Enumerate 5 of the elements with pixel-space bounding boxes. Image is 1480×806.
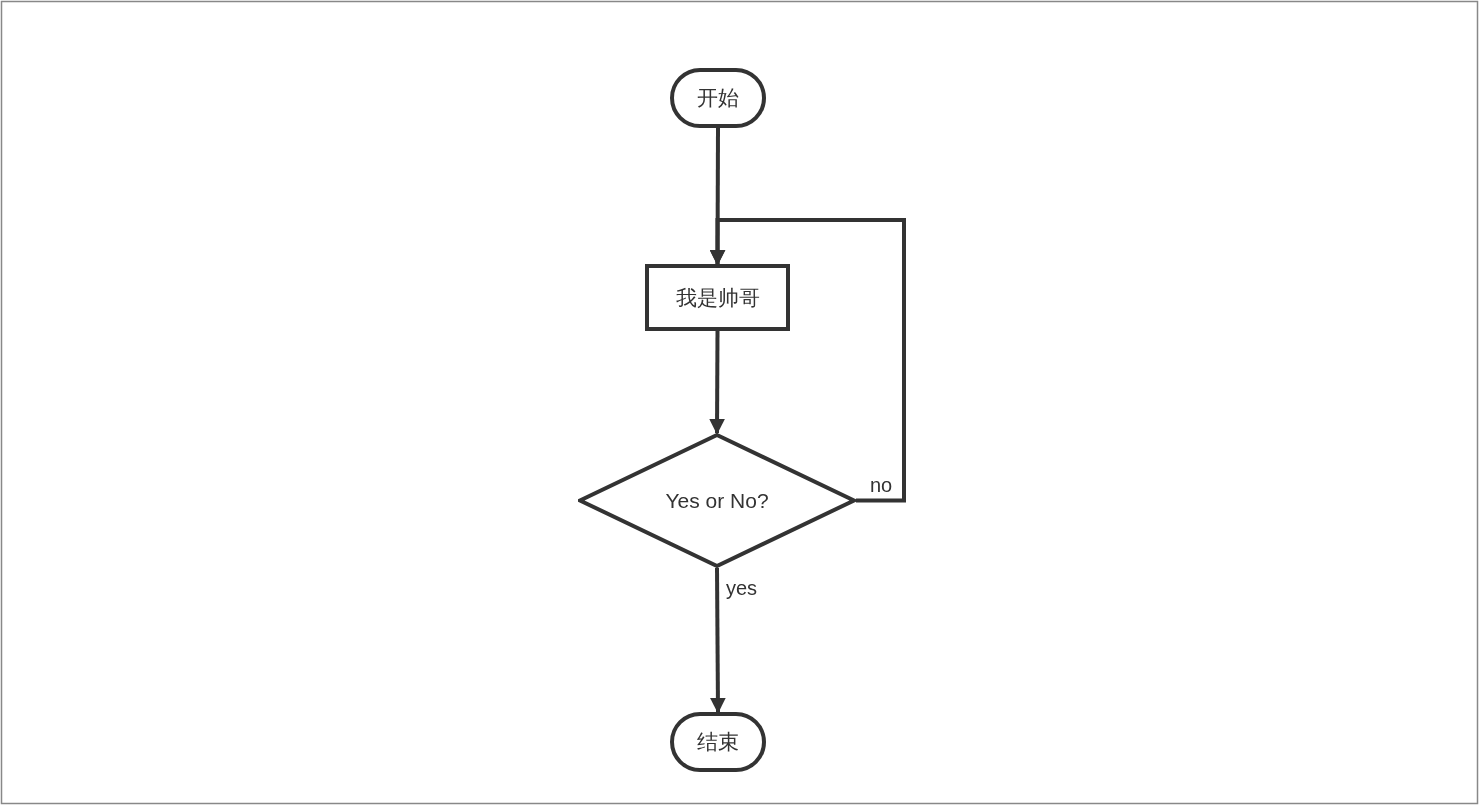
arrow xyxy=(709,331,726,435)
arrow xyxy=(709,568,726,714)
process-box: 我是帅哥 xyxy=(645,264,790,331)
arrow xyxy=(709,218,906,503)
decision-diamond: Yes or No? xyxy=(578,433,856,568)
